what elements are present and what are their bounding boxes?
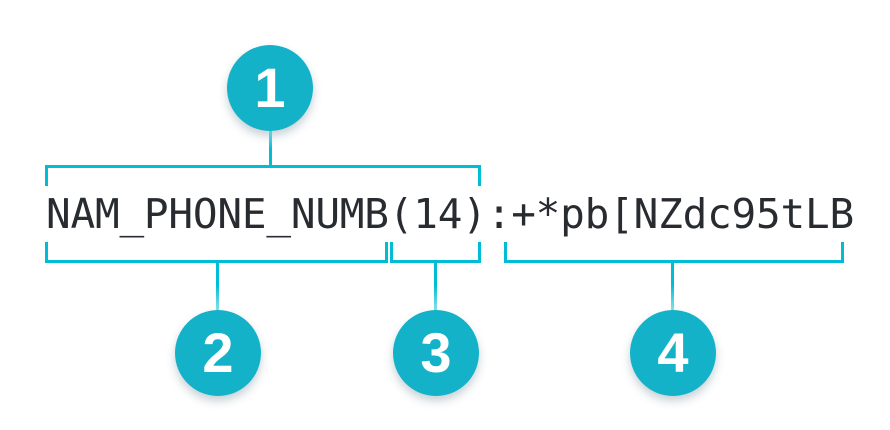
bracket-token-value <box>504 242 844 263</box>
connector-line-2 <box>216 263 219 311</box>
callout-4-badge: 4 <box>630 310 716 396</box>
connector-line-1 <box>269 129 272 166</box>
connector-line-3 <box>434 263 437 311</box>
callout-1-badge: 1 <box>227 45 313 131</box>
bracket-token-header <box>45 165 481 186</box>
bracket-token-name <box>45 242 388 263</box>
token-string: NAM_PHONE_NUMB(14):+*pb[NZdc95tLB <box>46 190 854 238</box>
bracket-token-length <box>390 242 481 263</box>
connector-line-4 <box>671 263 674 311</box>
callout-3-badge: 3 <box>393 310 479 396</box>
callout-2-badge: 2 <box>175 310 261 396</box>
